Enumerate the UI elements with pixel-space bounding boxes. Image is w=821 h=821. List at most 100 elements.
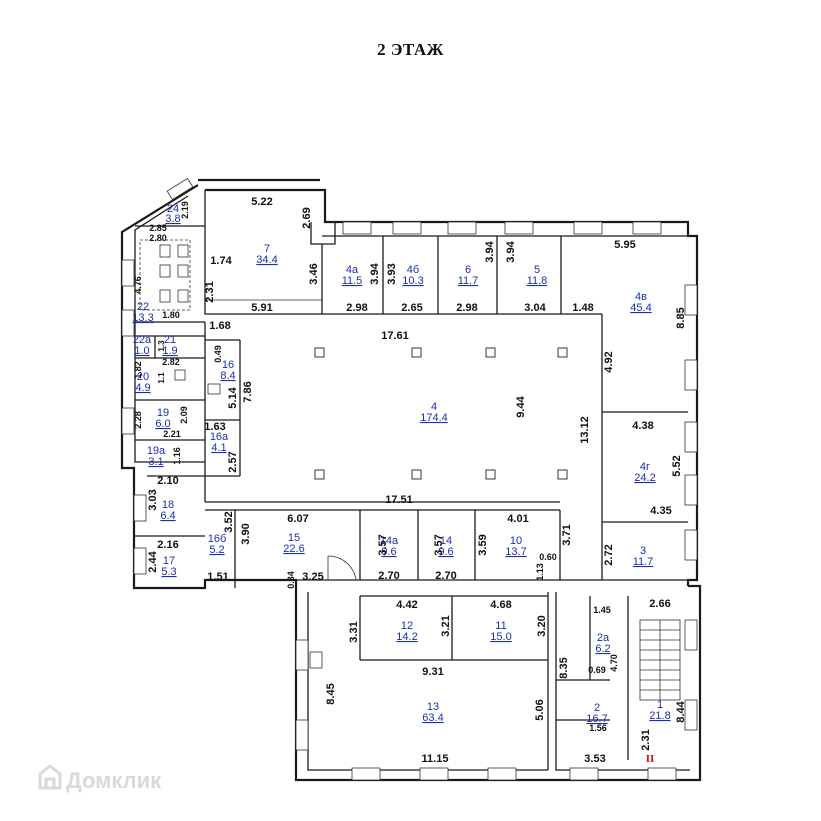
dimension-label: 3.52 xyxy=(223,511,235,532)
room-area: 5.3 xyxy=(161,566,176,578)
dimension-label: 3.90 xyxy=(240,523,252,544)
partitions xyxy=(134,225,688,760)
dimension-label: 1.68 xyxy=(209,320,230,332)
room-number: 16а xyxy=(210,431,229,443)
dimension-label: 2.72 xyxy=(603,544,615,565)
room-labels: 24 3.8 7 34.4 4а 11.5 4б 10.3 6 11.7 5 1… xyxy=(132,203,670,725)
room-number: 2 xyxy=(594,702,600,714)
dimension-label: 2.10 xyxy=(157,475,178,487)
room-number: 7 xyxy=(264,243,270,255)
room-number: 5 xyxy=(534,264,540,276)
dimension-label: 2.57 xyxy=(227,451,239,472)
dimension-label: 0.34 xyxy=(286,571,296,589)
dimension-label: 4.38 xyxy=(632,420,653,432)
room-area: 6.2 xyxy=(595,643,610,655)
dimension-label: 4.92 xyxy=(603,351,615,372)
dimension-label: 9.44 xyxy=(515,395,527,417)
dimension-label: 5.06 xyxy=(534,699,546,720)
dimension-label: 5.14 xyxy=(227,386,239,408)
room-area: 16.7 xyxy=(586,713,607,725)
dimension-label: 2.65 xyxy=(401,302,422,314)
dimension-label: 4.01 xyxy=(507,513,528,525)
dimension-label: 3.57 xyxy=(433,534,445,555)
room-area: 9.6 xyxy=(438,546,453,558)
dimension-label: 1.82 xyxy=(133,361,143,379)
windows xyxy=(121,177,698,781)
room-area: 45.4 xyxy=(630,302,651,314)
dimension-labels: 5.22 2.69 2.19 2.85 2.80 1.74 3.46 3.94 … xyxy=(133,196,687,765)
room-number: 12 xyxy=(401,620,413,632)
room-number: 4 xyxy=(431,401,437,413)
floor-mark: II xyxy=(646,753,655,765)
dimension-label: 2.80 xyxy=(149,233,167,243)
room-area: 34.4 xyxy=(256,254,277,266)
dimension-label: 2.16 xyxy=(157,539,178,551)
room-number: 1 xyxy=(657,699,663,711)
dimension-label: 3.03 xyxy=(147,489,159,510)
dimension-label: 13.12 xyxy=(579,416,591,444)
room-number: 16б xyxy=(208,533,227,545)
room-number: 3 xyxy=(640,545,646,557)
room-number: 6 xyxy=(465,264,471,276)
room-area: 4.9 xyxy=(135,382,150,394)
dimension-label: 6.07 xyxy=(287,513,308,525)
room-number: 20 xyxy=(137,371,149,383)
dimension-label: 4.35 xyxy=(650,505,671,517)
columns xyxy=(314,347,568,480)
dimension-label: 9.31 xyxy=(422,666,443,678)
dimension-label: 2.98 xyxy=(456,302,477,314)
dimension-label: 17.51 xyxy=(385,494,413,506)
dimension-label: 5.91 xyxy=(251,302,272,314)
dimension-label: 4.42 xyxy=(396,599,417,611)
dimension-label: 2.44 xyxy=(147,550,159,572)
room-number: 14а xyxy=(380,535,399,547)
dimension-label: 2.70 xyxy=(435,570,456,582)
dimension-label: 7.86 xyxy=(242,381,254,402)
dimension-label: 1.3 xyxy=(157,340,166,352)
room-number: 19а xyxy=(147,445,166,457)
room-number: 4б xyxy=(407,264,419,276)
dimension-label: 2.28 xyxy=(133,411,143,429)
room-area: 1.0 xyxy=(134,345,149,357)
room-area: 5.2 xyxy=(209,544,224,556)
dimension-label: 1.63 xyxy=(204,421,225,433)
dimension-label: 3.71 xyxy=(561,524,573,545)
dimension-label: 1.74 xyxy=(210,255,232,267)
dimension-label: 1.48 xyxy=(572,302,593,314)
watermark-text: Домклик xyxy=(66,768,162,793)
dimension-label: 3.59 xyxy=(477,534,489,555)
dimension-label: 0.49 xyxy=(213,345,223,363)
room-number: 16 xyxy=(222,359,234,371)
dimension-label: 3.25 xyxy=(302,571,323,583)
dimension-label: 4.76 xyxy=(133,276,143,294)
dimension-label: 8.44 xyxy=(675,700,687,722)
dimension-label: 3.46 xyxy=(308,263,320,284)
room-number: 2а xyxy=(597,632,610,644)
floor-title: 2 ЭТАЖ xyxy=(377,40,444,59)
dimension-label: 1.16 xyxy=(172,447,182,465)
room-area: 14.2 xyxy=(396,631,417,643)
room-area: 10.3 xyxy=(402,275,423,287)
room-number: 15 xyxy=(288,532,300,544)
room-area: 24.2 xyxy=(634,472,655,484)
dimension-label: 0.69 xyxy=(588,665,606,675)
dimension-label: 1.45 xyxy=(593,605,611,615)
dimension-label: 8.85 xyxy=(675,307,687,328)
dimension-label: 1.56 xyxy=(589,723,607,733)
room-area: 21.8 xyxy=(649,710,670,722)
room-area: 6.0 xyxy=(155,418,170,430)
room-number: 21 xyxy=(164,334,176,346)
dimension-label: 1.1 xyxy=(157,372,166,384)
dimension-label: 0.60 xyxy=(539,552,557,562)
dimension-label: 2.09 xyxy=(179,406,189,424)
room-area: 11.8 xyxy=(527,275,548,287)
dimension-label: 2.85 xyxy=(149,223,167,233)
room-area: 174.4 xyxy=(420,412,448,424)
room-number: 4г xyxy=(640,461,650,473)
room-number: 24 xyxy=(167,203,179,215)
room-area: 22.6 xyxy=(283,543,304,555)
dimension-label: 3.20 xyxy=(536,615,548,636)
room-area: 11.7 xyxy=(458,275,479,287)
room-number: 4в xyxy=(635,291,647,303)
